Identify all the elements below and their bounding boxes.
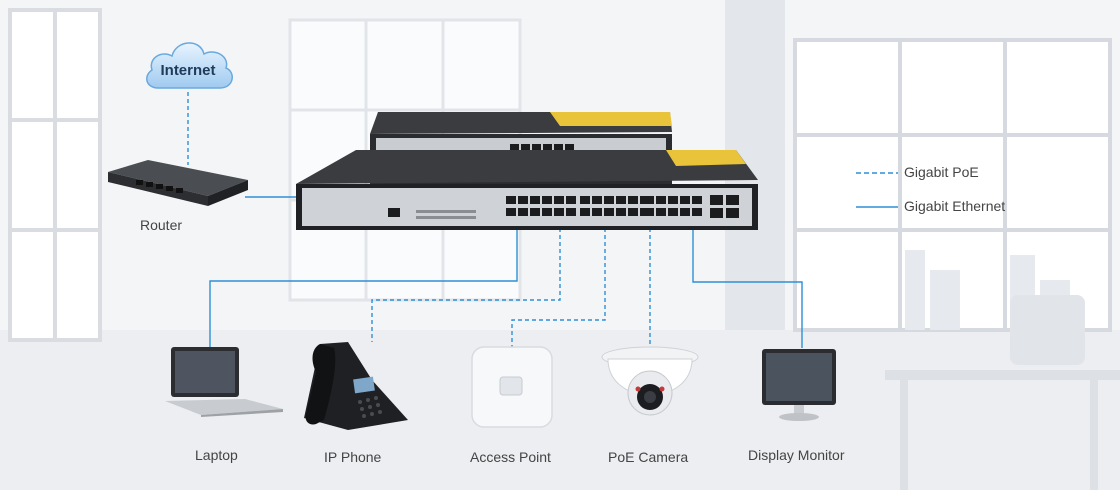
device-label-ip-phone: IP Phone bbox=[324, 449, 382, 465]
device-label-laptop: Laptop bbox=[195, 447, 238, 463]
ip-phone-icon bbox=[304, 342, 408, 430]
router-label: Router bbox=[140, 217, 183, 233]
legend-label-gigabit-ethernet: Gigabit Ethernet bbox=[904, 198, 1006, 214]
poe-camera-icon bbox=[601, 346, 699, 416]
link-display-monitor bbox=[692, 228, 803, 348]
poe-switch-main-icon bbox=[296, 150, 758, 230]
internet-label: Internet bbox=[160, 62, 216, 79]
device-label-poe-camera: PoE Camera bbox=[608, 449, 689, 465]
window-left bbox=[8, 8, 102, 342]
laptop-icon bbox=[165, 347, 283, 417]
device-label-access-point: Access Point bbox=[470, 449, 551, 465]
link-ip-phone bbox=[371, 228, 561, 342]
link-access-point bbox=[511, 228, 606, 348]
legend-label-gigabit-poe: Gigabit PoE bbox=[904, 164, 979, 180]
router-icon bbox=[108, 160, 248, 206]
display-monitor-icon bbox=[762, 349, 836, 421]
internet-cloud-icon bbox=[146, 42, 233, 89]
access-point-icon bbox=[471, 346, 553, 428]
link-laptop bbox=[209, 228, 518, 347]
device-label-display-monitor: Display Monitor bbox=[748, 447, 845, 463]
